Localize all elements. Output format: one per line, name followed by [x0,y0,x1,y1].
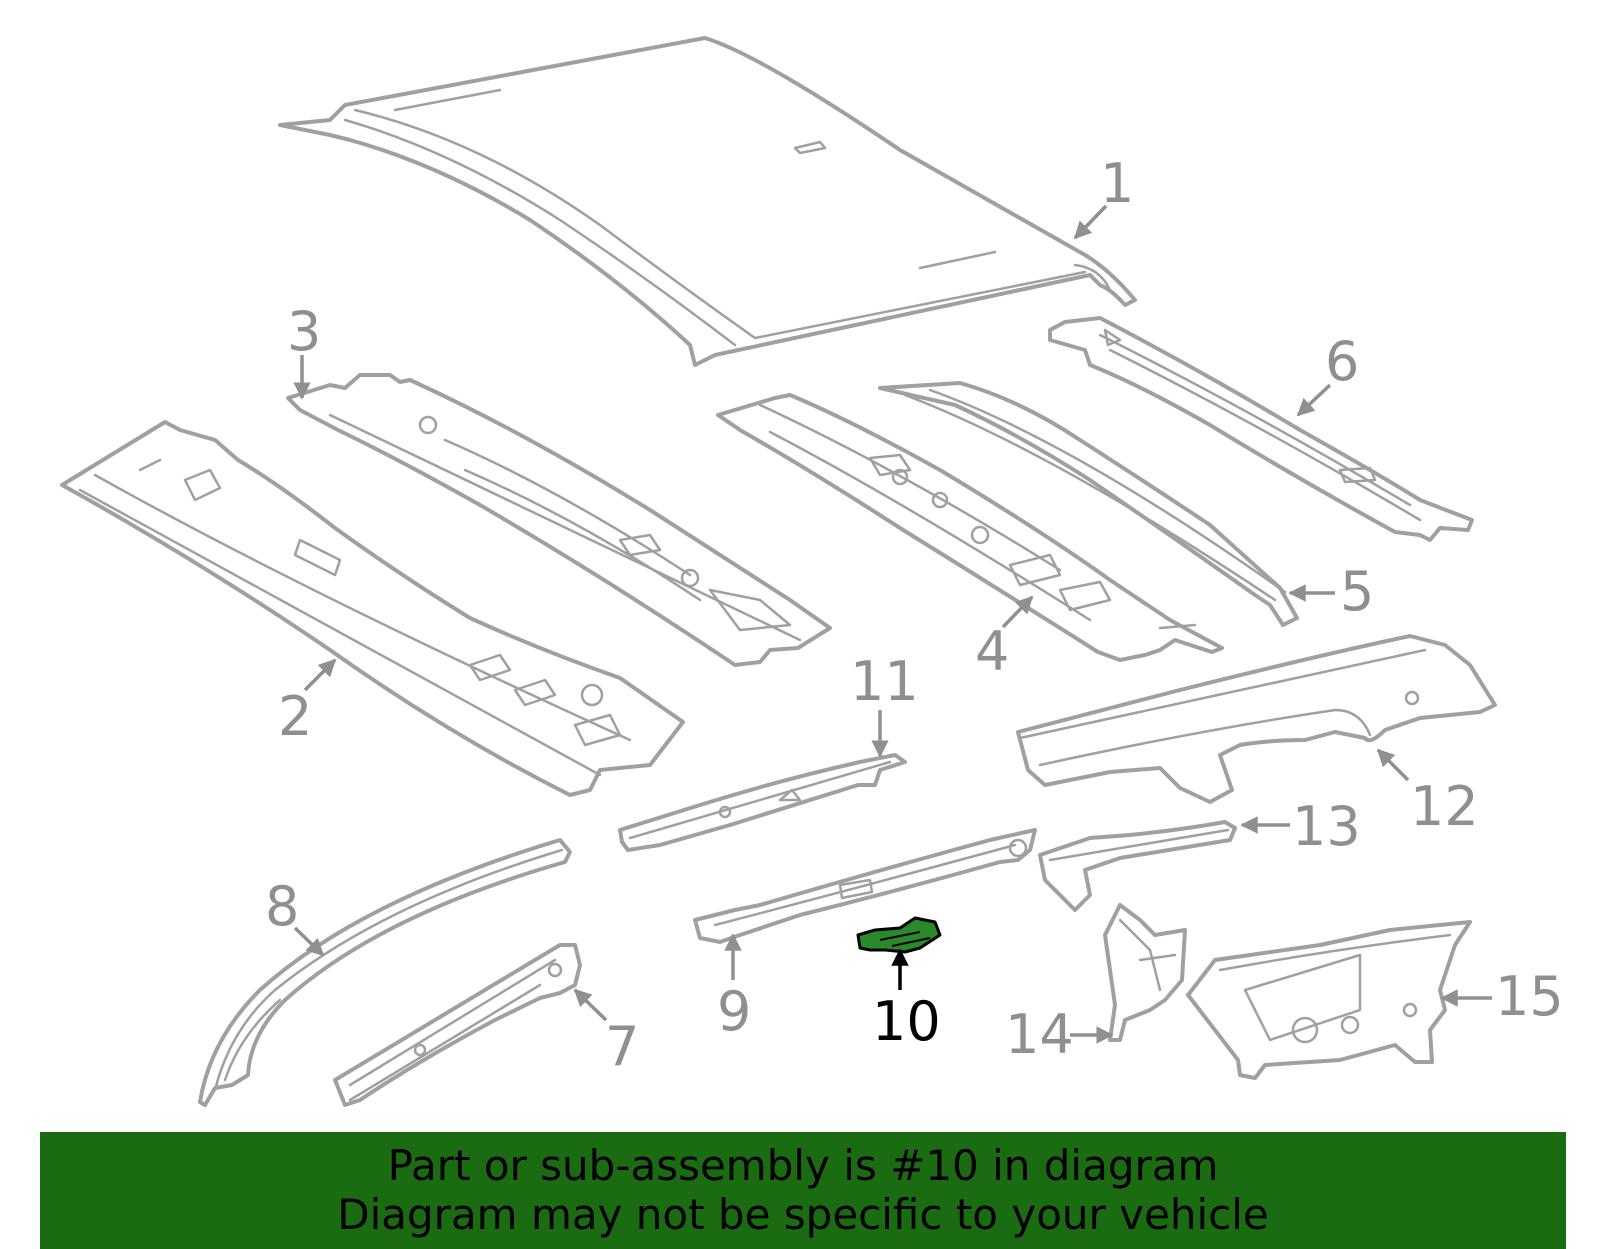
part-10-highlighted-bracket [856,916,942,954]
leader-lines [293,204,1492,1044]
banner-line-2: Diagram may not be specific to your vehi… [337,1190,1269,1239]
leader-7 [573,988,608,1022]
part-9-side-rail-inner-rear [693,828,1037,944]
leader-8 [293,926,325,957]
part-3-roof-cross-member [286,373,832,667]
leader-2 [303,658,337,692]
callout-12: 12 [1410,775,1479,838]
leader-12 [1376,748,1410,782]
part-7-pillar-reinforcement [333,943,582,1107]
callout-8: 8 [265,875,299,938]
callout-10: 10 [872,990,941,1053]
banner-line-1: Part or sub-assembly is #10 in diagram [387,1141,1219,1190]
part-15-quarter-inner [1186,920,1472,1080]
callout-5: 5 [1340,560,1374,623]
part-11-side-rail-extension [618,753,907,852]
part-14-pillar-bracket [1103,903,1187,1042]
leader-1 [1073,204,1108,240]
leader-4 [1001,595,1034,629]
part-12-rear-cross-rail [1016,634,1497,804]
callout-13: 13 [1292,795,1361,858]
callout-11: 11 [850,650,919,713]
callout-1: 1 [1100,152,1134,215]
callout-7: 7 [605,1015,639,1078]
leader-6 [1296,383,1332,417]
callout-2: 2 [278,685,312,748]
callout-9: 9 [717,980,751,1043]
part-1-roof-panel [278,36,1137,367]
part-13-rear-header-extension [1038,820,1237,912]
part-6-roof-rail-outer [1048,316,1474,542]
callout-15: 15 [1495,965,1564,1028]
part-4-roof-rail-inner [716,393,1224,662]
info-banner: Part or sub-assembly is #10 in diagram D… [40,1132,1566,1249]
callout-labels: 1 2 3 4 5 6 7 8 9 10 11 12 13 14 15 [265,152,1564,1078]
part-8-front-pillar-rail [198,838,572,1107]
part-5-roof-side-rail [878,381,1299,627]
part-2-front-header-panel [60,420,685,797]
callout-3: 3 [287,300,321,363]
callout-6: 6 [1325,330,1359,393]
callout-14: 14 [1005,1003,1074,1066]
callout-4: 4 [975,620,1009,683]
